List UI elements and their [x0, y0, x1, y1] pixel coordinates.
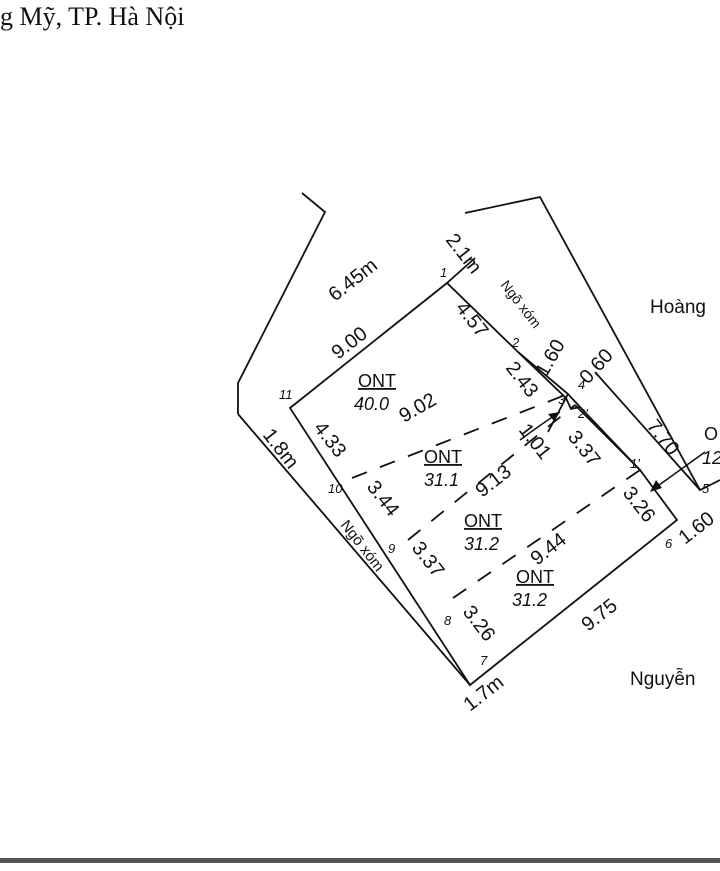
point-4: 4	[578, 377, 585, 392]
point-5: 5	[702, 481, 710, 496]
lot-2-area: 31.1	[424, 470, 459, 490]
inner-notch	[517, 351, 581, 411]
dim-10-9: 3.44	[362, 477, 403, 521]
dim-7-6: 9.75	[578, 595, 622, 636]
lane-top-label: Ngõ xóm	[498, 277, 545, 331]
dim-divider-3: 9.44	[527, 529, 571, 570]
context-line-top	[464, 195, 720, 492]
dim-1-2: 4.57	[451, 298, 492, 342]
lot-1-code: ONT	[358, 371, 396, 391]
context-line-left	[237, 192, 327, 414]
lot-4-code: ONT	[516, 567, 554, 587]
dim-11-1: 9.00	[328, 323, 372, 364]
point-1p: 1'	[630, 456, 640, 471]
side-lot-label: O 12	[702, 424, 720, 468]
bottom-border	[0, 858, 720, 863]
divider-1	[351, 393, 569, 479]
lot-1-area: 40.0	[354, 394, 389, 414]
side-lot-code: O	[704, 424, 718, 444]
dim-top-left: 6.45m	[325, 254, 382, 306]
dim-divider-1: 9.02	[396, 389, 441, 428]
lot-4-label: ONT 31.2	[512, 567, 554, 610]
divider-2	[407, 404, 576, 541]
road-top-right: Hoàng	[650, 297, 706, 318]
dim-2p-1p: 3.37	[563, 427, 604, 471]
top-lane-edge	[446, 257, 476, 284]
lot-1-label: ONT 40.0	[354, 371, 396, 414]
dim-8-7: 3.26	[458, 602, 499, 646]
point-10: 10	[328, 481, 343, 496]
street-edge	[594, 371, 701, 491]
lot-4-area: 31.2	[512, 590, 547, 610]
dim-3-4: 1.60	[531, 336, 570, 381]
dim-11-10: 4.33	[309, 418, 350, 462]
lot-3-area: 31.2	[464, 534, 499, 554]
dim-bottom: 1.7m	[460, 671, 509, 716]
page-header: g Mỹ, TP. Hà Nội	[0, 2, 185, 31]
arrow-to-1p	[654, 451, 706, 489]
dim-divider-2: 9.13	[472, 461, 516, 502]
lot-2-label: ONT 31.1	[424, 447, 462, 490]
lot-3-code: ONT	[464, 511, 502, 531]
point-3: 3	[558, 392, 566, 407]
divider-3	[452, 469, 641, 599]
point-7: 7	[480, 653, 488, 668]
point-6: 6	[665, 536, 673, 551]
segment-2p-1p	[574, 404, 641, 471]
point-9: 9	[388, 541, 395, 556]
left-lane-edge	[237, 413, 471, 686]
dim-5-6: 1.60	[675, 508, 719, 549]
point-11: 11	[279, 387, 293, 402]
lot-2-code: ONT	[424, 447, 462, 467]
dim-left-lane: 1.8m	[258, 425, 303, 474]
point-2: 2	[511, 335, 520, 350]
dim-r-5: 7.70	[642, 416, 683, 460]
arrow-head-1p	[650, 480, 662, 492]
side-lot-area: 12	[702, 448, 720, 468]
lot-3-label: ONT 31.2	[464, 511, 502, 554]
road-bottom-right: Nguyễn	[630, 668, 696, 690]
arrow-head-2p	[548, 412, 560, 421]
point-2p: 2'	[577, 406, 588, 421]
point-1: 1	[440, 265, 447, 280]
dim-top-lane: 2.1m	[441, 230, 486, 279]
point-8: 8	[444, 613, 452, 628]
dim-9-8: 3.37	[407, 538, 448, 582]
